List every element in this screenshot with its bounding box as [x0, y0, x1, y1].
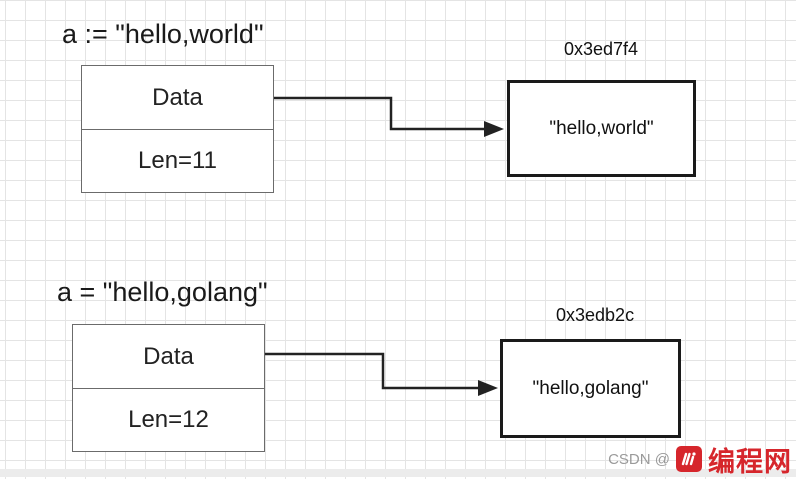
watermark-brand: 编程网 [708, 446, 792, 477]
footer-strip [0, 469, 796, 477]
watermark-source-text: CSDN @ [608, 450, 670, 468]
data-pointer-field: Data [152, 83, 203, 111]
data-pointer-field: Data [143, 342, 194, 370]
data-pointer-arrow-2 [265, 352, 498, 396]
code-line-assign-golang: a = "hello,golang" [57, 277, 268, 307]
string-header-struct-1: Data Len=11 [81, 65, 274, 193]
data-pointer-arrow-1 [274, 96, 504, 137]
string-bytes-box-2: "hello,golang" [500, 339, 681, 438]
code-line-assign-world: a := "hello,world" [62, 19, 264, 49]
biancheng-logo-icon [676, 446, 702, 472]
memory-address-label-1: 0x3ed7f4 [564, 39, 639, 59]
len-field: Len=11 [82, 129, 273, 191]
string-header-struct-2: Data Len=12 [72, 324, 265, 452]
watermark: CSDN @ 编程网 [608, 441, 796, 477]
memory-address-label-2: 0x3edb2c [556, 305, 635, 325]
string-bytes-box-1: "hello,world" [507, 80, 696, 177]
len-field: Len=12 [73, 388, 264, 450]
